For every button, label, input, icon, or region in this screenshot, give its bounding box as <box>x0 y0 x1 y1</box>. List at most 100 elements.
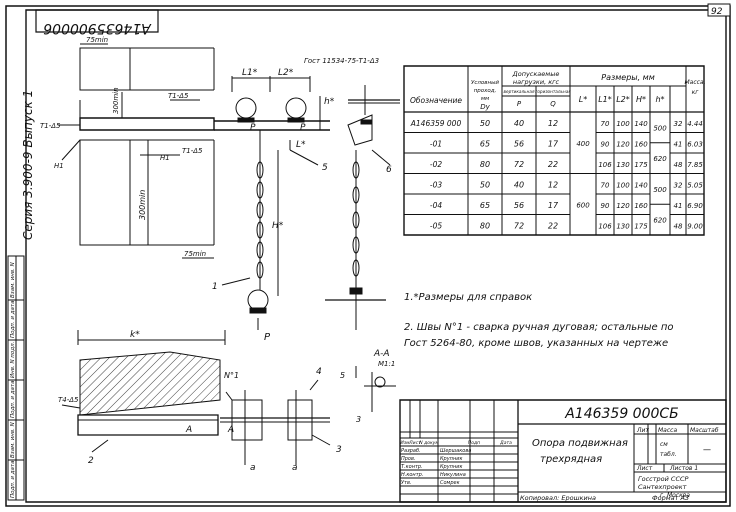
tb-name: Сомрек <box>440 480 460 486</box>
tb-org-2: Сантехпроект <box>638 483 687 491</box>
tb-name: Шершакова <box>440 448 471 454</box>
row-l1: 70 <box>601 181 610 189</box>
row-h: 32 <box>674 181 683 189</box>
weld-top-left: T1-Δ5 <box>40 122 61 130</box>
row-lx: 175 <box>634 161 648 169</box>
letter-a-right: a <box>292 463 298 473</box>
note-1: 1.*Размеры для справок <box>404 292 532 303</box>
tb-sheet: Лист <box>636 465 653 472</box>
header-mass: кг <box>692 89 700 96</box>
tb-name: Крупник <box>440 464 463 470</box>
row-H-group: 620 <box>653 217 667 225</box>
header-L1: L1* <box>598 95 612 104</box>
row-H-group: 620 <box>653 155 667 163</box>
row-p: 40 <box>514 180 524 189</box>
row-mass: 6.03 <box>687 140 703 148</box>
tb-mass-value: табл. <box>660 451 677 458</box>
tb-org-1: Госстрой СССР <box>638 475 689 483</box>
row-designation: -03 <box>430 180 442 189</box>
letter-a-left: a <box>250 463 256 473</box>
header-load-vert-sym: P <box>517 100 522 108</box>
header-load-vert: вертикальная <box>504 89 535 94</box>
row-l2: 130 <box>616 161 630 169</box>
tb-name: Крупник <box>440 456 463 462</box>
section-mark-a-right: A <box>227 425 234 435</box>
row-h: 48 <box>674 161 683 169</box>
row-q: 12 <box>548 180 558 189</box>
row-q: 17 <box>548 201 559 210</box>
row-designation: -05 <box>430 221 442 230</box>
corner-code: A14635900006 <box>43 20 152 36</box>
header-L: L* <box>579 95 587 104</box>
row-designation: A146359 000 <box>410 119 462 128</box>
row-dn: 80 <box>480 221 490 230</box>
row-H-group: 500 <box>653 124 667 132</box>
row-H-group: 500 <box>653 186 667 194</box>
doc-code: A146359 000СБ <box>564 406 679 422</box>
margin-label: Подп. и дата <box>10 300 16 338</box>
doc-name-2: трехрядная <box>540 454 602 465</box>
dim-5: 5 <box>340 371 345 380</box>
tb-sheets: Листов 1 <box>669 465 698 472</box>
dim-300min-left: 300min <box>112 87 120 114</box>
section-label: A-A <box>373 349 390 359</box>
dim-75min-bottom: 75min <box>184 250 206 258</box>
weld-no: N°1 <box>224 371 239 380</box>
tb-org-3: г. Москва <box>660 492 690 499</box>
section-aa <box>356 366 396 412</box>
dim-l1: L1* <box>242 68 258 78</box>
header-load-horiz: горизонтальная <box>535 89 571 94</box>
tb-copied: Копировал: Ерошкина <box>520 494 596 502</box>
row-l1: 106 <box>598 161 612 169</box>
tb-role: Пров. <box>401 456 416 462</box>
hanger-side-view <box>325 85 400 330</box>
load-p-bottom: P <box>264 332 271 343</box>
row-h: 41 <box>674 202 683 210</box>
plan-view <box>62 330 330 465</box>
row-designation: -02 <box>430 160 442 169</box>
row-h: 48 <box>674 222 683 230</box>
row-mass: 6.90 <box>687 202 703 210</box>
row-lx: 160 <box>634 202 648 210</box>
load-p-right: P <box>300 123 306 133</box>
page-number: 92 <box>711 7 723 17</box>
tb-role: Н.контр. <box>401 472 423 478</box>
tb-role: Т.контр. <box>401 464 423 470</box>
tb-lit: Лит <box>636 427 649 434</box>
frame-outer <box>6 6 730 506</box>
tb-mass: Масса <box>658 427 677 434</box>
row-mass: 9.00 <box>687 222 703 230</box>
row-p: 72 <box>514 221 524 230</box>
row-l2: 100 <box>616 120 630 128</box>
row-p: 72 <box>514 160 524 169</box>
tb-scale: Масштаб <box>690 427 719 434</box>
row-lx: 160 <box>634 140 648 148</box>
dim-h: h* <box>324 97 335 107</box>
row-q: 22 <box>548 221 558 230</box>
callout-2: 2 <box>88 456 94 466</box>
row-l2: 100 <box>616 181 630 189</box>
dim-3: 3 <box>356 415 361 424</box>
corner-code-box <box>36 10 158 32</box>
dim-l: L* <box>296 140 306 150</box>
h1-mid: H1 <box>160 154 170 162</box>
row-mass: 5.05 <box>687 181 703 189</box>
header-dn: Условный <box>471 80 499 86</box>
load-p-left: P <box>250 123 256 133</box>
row-l2: 120 <box>616 140 630 148</box>
note-3: Гост 5264-80, кроме швов, указанных на ч… <box>404 338 668 349</box>
tb-role: Утв. <box>401 480 412 486</box>
tb-col-header: N докум <box>419 440 439 446</box>
row-l1: 90 <box>601 140 610 148</box>
header-load: нагрузки, кгс <box>513 78 560 86</box>
margin-label: Инв. N подл. <box>10 341 16 378</box>
row-lx: 140 <box>634 120 648 128</box>
callout-4: 4 <box>316 367 322 377</box>
tb-name: Никулина <box>440 472 466 478</box>
row-lx: 175 <box>634 222 648 230</box>
row-h: 32 <box>674 120 683 128</box>
margin-label: Подп. и дата <box>10 460 16 498</box>
section-mark-a-left: A <box>185 425 192 435</box>
row-l1: 90 <box>601 202 610 210</box>
